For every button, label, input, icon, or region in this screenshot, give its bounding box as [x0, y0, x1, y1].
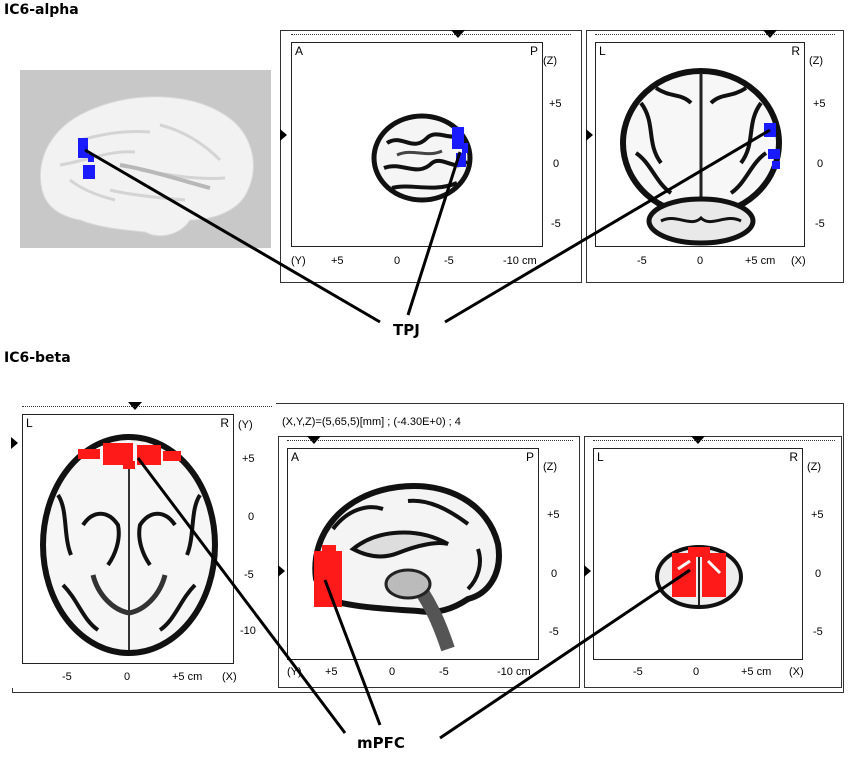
coordinate-readout: (X,Y,Z)=(5,65,5)[mm] ; (-4.30E+0) ; 4 [282, 416, 461, 428]
x-tick: +5 cm [741, 666, 772, 678]
sagittal-view-beta[interactable]: A P [287, 448, 539, 660]
sagittal-view-alpha[interactable]: A P [291, 42, 543, 247]
axial-view-beta[interactable]: L R [22, 414, 234, 664]
z-tick: 0 [817, 158, 824, 170]
sagittal-slice-image [312, 483, 502, 652]
coronal-slice-image [655, 545, 743, 609]
z-tick: +5 [811, 509, 824, 521]
y-tick: +5 [325, 666, 338, 678]
y-tick: -5 [439, 666, 449, 678]
z-tick: -5 [815, 218, 825, 230]
coronal-view-beta[interactable]: L R [593, 448, 803, 660]
x-tick: 0 [124, 671, 131, 683]
callout-tpj: TPJ [393, 321, 420, 339]
axis-label-z: (Z) [543, 55, 558, 67]
corner-label-r: R [791, 44, 800, 58]
surface-render-alpha [20, 70, 271, 248]
y-tick: -5 [444, 255, 454, 267]
y-tick: -10 [240, 625, 256, 637]
y-tick: -5 [244, 569, 254, 581]
sagittal-panel-alpha: A P (Z) +5 0 -5 (Y) +5 0 -5 -10 cm [280, 30, 582, 283]
corner-label-r: R [789, 450, 798, 464]
axis-label-y: (Y) [238, 419, 253, 431]
corner-label-l: L [26, 416, 33, 430]
axis-label-x: (X) [222, 671, 237, 683]
z-tick: -5 [813, 626, 823, 638]
z-tick: +5 [547, 509, 560, 521]
x-tick: 0 [697, 255, 704, 267]
y-tick: 0 [248, 511, 255, 523]
z-tick: 0 [551, 568, 558, 580]
axial-slice-image [40, 434, 218, 656]
section-title-beta: IC6-beta [4, 350, 71, 366]
slice-marker-left[interactable] [584, 565, 591, 577]
callout-mpfc: mPFC [357, 734, 405, 752]
axis-label-z: (Z) [543, 461, 558, 473]
y-tick: +5 [242, 453, 255, 465]
z-tick: +5 [813, 98, 826, 110]
y-tick: -10 cm [497, 666, 531, 678]
x-tick: +5 cm [172, 671, 203, 683]
axis-label-z: (Z) [807, 461, 822, 473]
sagittal-panel-beta: A P (Z) +5 0 -5 (Y) +5 0 -5 -10 cm [278, 436, 580, 688]
corner-label-p: P [525, 450, 534, 464]
x-tick: -5 [637, 255, 647, 267]
coronal-panel-beta: L R (Z) +5 0 -5 -5 0 +5 cm (X) [584, 436, 842, 688]
slice-marker-left[interactable] [586, 129, 593, 141]
y-tick: 0 [389, 666, 396, 678]
x-tick: -5 [62, 671, 72, 683]
tpj-blob-surface [78, 138, 88, 158]
brain-surface-image [39, 96, 254, 237]
corner-label-r: R [220, 416, 229, 430]
y-tick: +5 [331, 255, 344, 267]
z-tick: -5 [549, 626, 559, 638]
slice-marker-left[interactable] [278, 565, 285, 577]
x-tick: -5 [633, 666, 643, 678]
axial-panel-beta: L R (Y) +5 0 -5 -10 -5 0 +5 cm (X) [11, 402, 276, 688]
z-tick: -5 [551, 218, 561, 230]
slice-marker-left[interactable] [11, 437, 18, 449]
axis-label-x: (X) [791, 255, 806, 267]
section-title-alpha: IC6-alpha [4, 2, 79, 18]
corner-label-l: L [599, 44, 606, 58]
x-tick: 0 [693, 666, 700, 678]
sagittal-slice-image [371, 113, 473, 203]
axis-label-z: (Z) [809, 55, 824, 67]
corner-label-p: P [529, 44, 538, 58]
axis-label-x: (X) [789, 666, 804, 678]
slice-marker-left[interactable] [280, 129, 287, 141]
coronal-slice-image [620, 68, 782, 246]
corner-label-a: A [295, 44, 304, 58]
z-tick: +5 [549, 98, 562, 110]
y-tick: -10 cm [503, 255, 537, 267]
corner-label-a: A [291, 450, 300, 464]
z-tick: 0 [553, 158, 560, 170]
coronal-view-alpha[interactable]: L R [595, 42, 805, 247]
axis-label-y: (Y) [291, 255, 306, 267]
corner-label-l: L [597, 450, 604, 464]
y-tick: 0 [394, 255, 401, 267]
x-tick: +5 cm [745, 255, 776, 267]
axis-label-y: (Y) [287, 666, 302, 678]
coronal-panel-alpha: L R (Z) +5 0 -5 -5 0 +5 cm (X) [586, 30, 844, 283]
z-tick: 0 [815, 568, 822, 580]
